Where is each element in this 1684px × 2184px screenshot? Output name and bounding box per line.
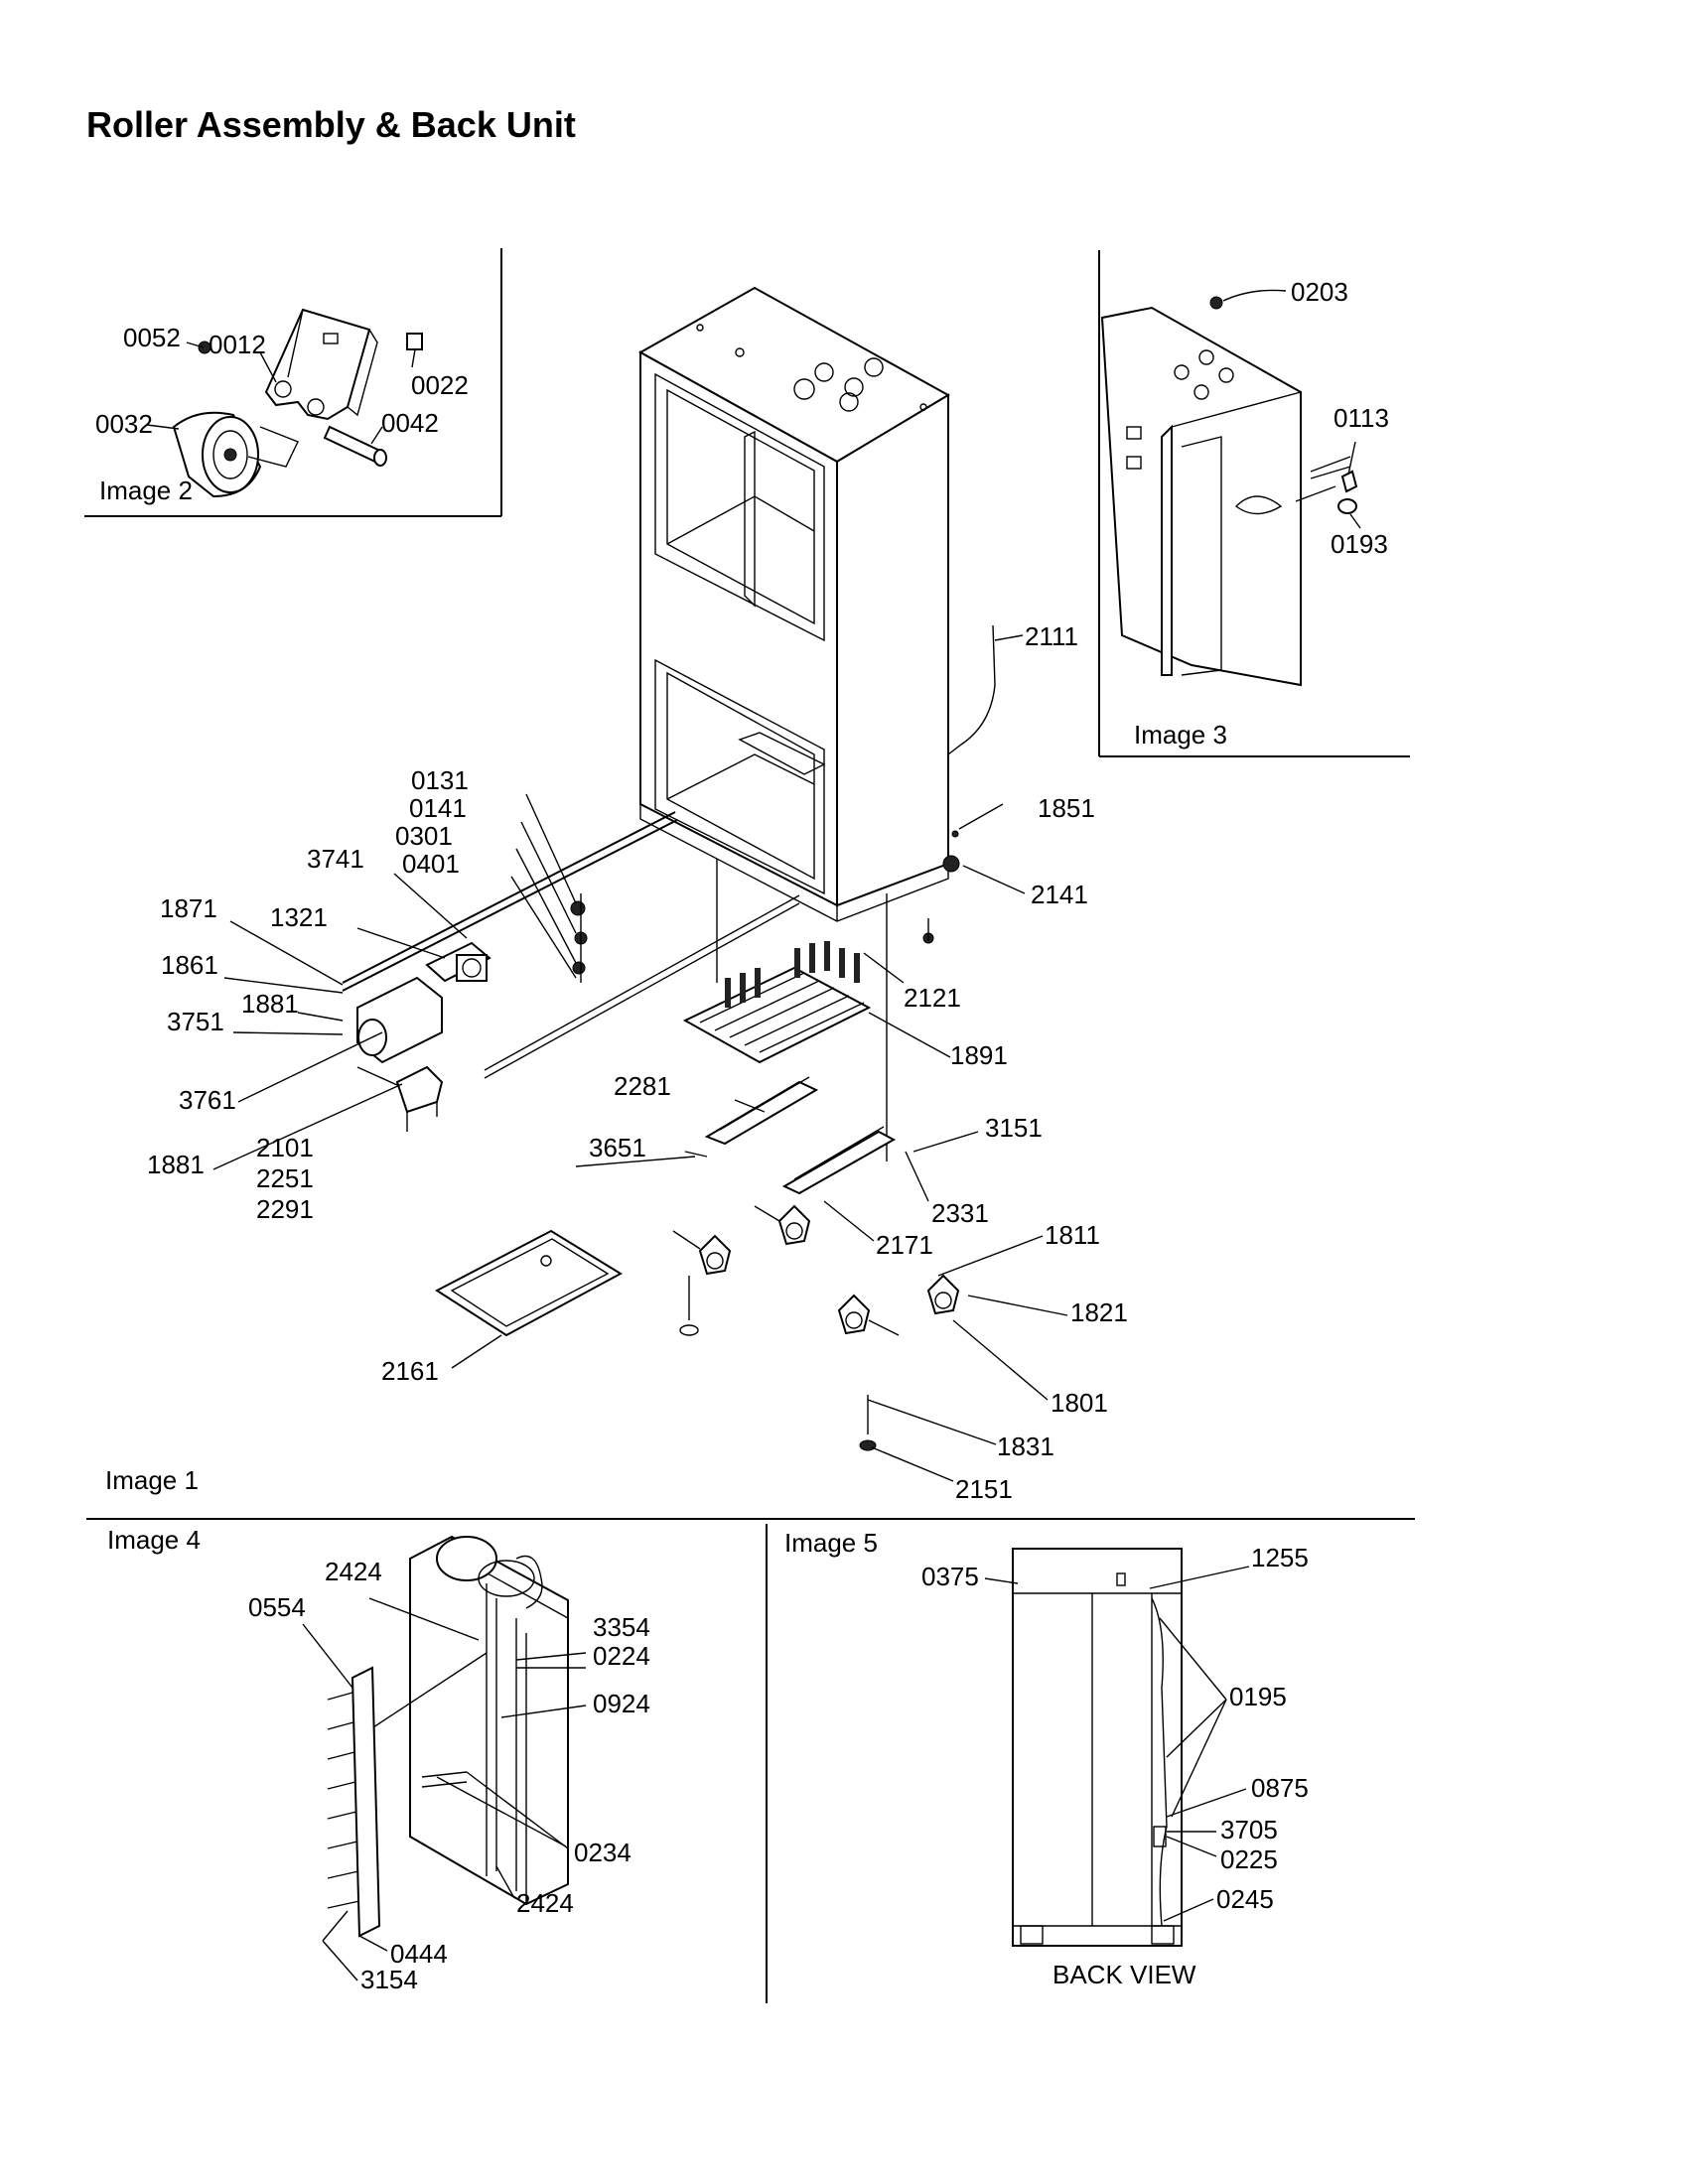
label-0554: 0554 <box>248 1592 306 1622</box>
label-0234: 0234 <box>574 1838 632 1867</box>
label-0245: 0245 <box>1216 1884 1274 1914</box>
label-1881-lower: 1881 <box>147 1150 205 1179</box>
label-2121: 2121 <box>904 983 961 1013</box>
label-1891: 1891 <box>950 1040 1008 1070</box>
label-3741: 3741 <box>307 844 364 874</box>
label-3705: 3705 <box>1220 1815 1278 1844</box>
image2-label: Image 2 <box>99 476 193 505</box>
label-3151: 3151 <box>985 1113 1043 1143</box>
label-1881-upper: 1881 <box>241 989 299 1019</box>
label-0131: 0131 <box>411 765 469 795</box>
label-2111: 2111 <box>1025 621 1078 651</box>
label-2171: 2171 <box>876 1230 933 1260</box>
label-0401: 0401 <box>402 849 460 879</box>
label-0113: 0113 <box>1333 403 1389 433</box>
label-3154: 3154 <box>360 1965 418 1994</box>
label-0193: 0193 <box>1331 529 1388 559</box>
label-0032: 0032 <box>95 409 153 439</box>
label-1871: 1871 <box>160 893 217 923</box>
label-0924: 0924 <box>593 1689 650 1718</box>
label-1821: 1821 <box>1070 1297 1128 1327</box>
label-0301: 0301 <box>395 821 453 851</box>
label-0195: 0195 <box>1229 1682 1287 1711</box>
label-1861: 1861 <box>161 950 218 980</box>
label-2151: 2151 <box>955 1474 1013 1504</box>
label-1321: 1321 <box>270 902 328 932</box>
label-2161: 2161 <box>381 1356 439 1386</box>
label-2141: 2141 <box>1031 880 1088 909</box>
label-0224: 0224 <box>593 1641 650 1671</box>
image1-base-parts <box>342 811 960 1451</box>
label-3354: 3354 <box>593 1612 650 1642</box>
label-3751: 3751 <box>167 1007 224 1036</box>
image1-label: Image 1 <box>105 1465 199 1495</box>
label-0375: 0375 <box>921 1562 979 1591</box>
image1-leader-lines <box>212 793 1068 1482</box>
label-3651: 3651 <box>589 1133 646 1162</box>
label-0052: 0052 <box>123 323 181 352</box>
image1-cabinet <box>637 286 1026 922</box>
label-0042: 0042 <box>381 408 439 438</box>
label-0203: 0203 <box>1291 277 1348 307</box>
label-0022: 0022 <box>411 370 469 400</box>
image2-roller-assembly <box>146 308 423 498</box>
label-2101: 2101 <box>256 1133 314 1162</box>
page-title: Roller Assembly & Back Unit <box>86 104 576 145</box>
label-1811: 1811 <box>1045 1220 1100 1250</box>
label-0012: 0012 <box>209 330 266 359</box>
label-2424-lower: 2424 <box>516 1888 574 1918</box>
image5-back-view <box>984 1548 1250 1947</box>
label-1831: 1831 <box>997 1432 1054 1461</box>
image3-back-panel <box>1100 289 1361 687</box>
label-1801: 1801 <box>1051 1388 1108 1418</box>
label-2424-upper: 2424 <box>325 1557 382 1586</box>
frame-borders <box>84 248 1415 2003</box>
label-2281: 2281 <box>614 1071 671 1101</box>
image4-compressor-unit <box>302 1535 587 1981</box>
label-1255: 1255 <box>1251 1543 1309 1572</box>
label-1851: 1851 <box>1038 793 1095 823</box>
image4-label: Image 4 <box>107 1525 201 1555</box>
label-0225: 0225 <box>1220 1844 1278 1874</box>
label-0141: 0141 <box>409 793 467 823</box>
image3-label: Image 3 <box>1134 720 1227 750</box>
image5-label: Image 5 <box>784 1528 878 1558</box>
label-3761: 3761 <box>179 1085 236 1115</box>
label-2331: 2331 <box>931 1198 989 1228</box>
label-0444: 0444 <box>390 1939 448 1969</box>
label-2251: 2251 <box>256 1163 314 1193</box>
back-view-caption: BACK VIEW <box>1052 1960 1196 1989</box>
label-0875: 0875 <box>1251 1773 1309 1803</box>
label-2291: 2291 <box>256 1194 314 1224</box>
